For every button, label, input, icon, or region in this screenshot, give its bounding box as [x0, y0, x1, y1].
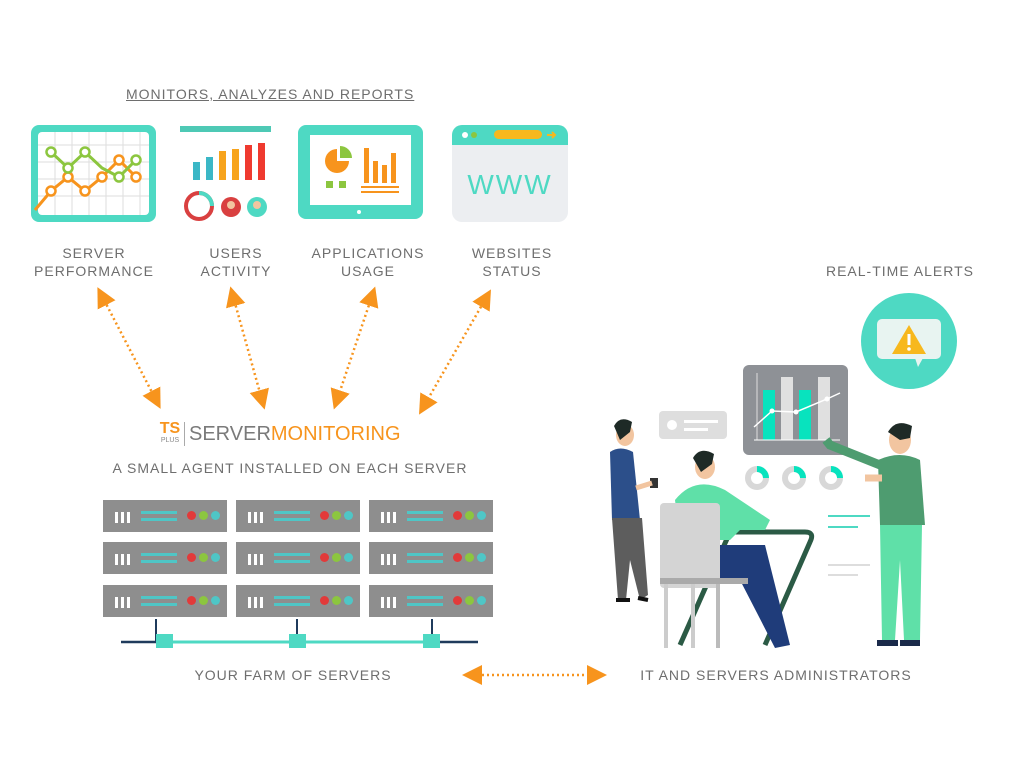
status-led-blue: [477, 596, 486, 605]
status-led-red: [187, 553, 196, 562]
arrow-server-performance: [97, 287, 161, 409]
server-unit: [103, 500, 227, 532]
status-led-green: [465, 511, 474, 520]
server-farm: [103, 500, 495, 650]
bar-chart-users-icon: [180, 126, 271, 221]
status-led-green: [199, 596, 208, 605]
status-led-green: [199, 553, 208, 562]
dashboard-screen-icon: [743, 365, 848, 455]
status-led-red: [320, 596, 329, 605]
brand-server: SERVER: [189, 423, 271, 445]
farm-label: YOUR FARM OF SERVERS: [194, 667, 392, 683]
status-led-blue: [477, 553, 486, 562]
www-text: WWW: [467, 169, 553, 200]
status-led-green: [332, 596, 341, 605]
vent-icon: [381, 510, 399, 523]
admins-label: IT AND SERVERS ADMINISTRATORS: [640, 667, 912, 683]
agent-caption: A SMALL AGENT INSTALLED ON EACH SERVER: [112, 460, 468, 476]
status-led-green: [332, 511, 341, 520]
admin-team-illustration: [610, 365, 925, 648]
status-led-green: [465, 553, 474, 562]
alert-bubble-icon: [861, 293, 957, 389]
server-unit: [236, 500, 360, 532]
admin-person-presenting: [822, 423, 925, 646]
section-heading: MONITORS, ANALYZES AND REPORTS: [126, 86, 415, 102]
brand-monitoring: MONITORING: [270, 423, 401, 445]
status-led-red: [320, 553, 329, 562]
tablet-pie-chart-icon: [298, 125, 423, 219]
server-unit: [369, 585, 493, 617]
status-led-red: [453, 553, 462, 562]
server-unit: [236, 542, 360, 574]
server-unit: [369, 542, 493, 574]
status-led-green: [332, 553, 341, 562]
status-led-blue: [211, 596, 220, 605]
status-led-red: [453, 596, 462, 605]
server-unit: [236, 585, 360, 617]
vent-icon: [248, 510, 266, 523]
alerts-label: REAL-TIME ALERTS: [825, 263, 974, 279]
vent-icon: [381, 552, 399, 565]
status-led-green: [199, 511, 208, 520]
server-unit: [369, 500, 493, 532]
vent-icon: [115, 510, 133, 523]
status-led-blue: [344, 553, 353, 562]
vent-icon: [381, 595, 399, 608]
vent-icon: [115, 552, 133, 565]
arrow-applications-usage: [330, 286, 379, 410]
vent-icon: [115, 595, 133, 608]
status-led-red: [320, 511, 329, 520]
status-led-red: [453, 511, 462, 520]
line-chart-icon: [31, 125, 156, 222]
server-unit: [103, 585, 227, 617]
status-led-red: [187, 511, 196, 520]
status-led-blue: [211, 511, 220, 520]
status-led-blue: [211, 553, 220, 562]
admin-person-standing: [610, 419, 658, 602]
vent-icon: [248, 552, 266, 565]
status-led-blue: [344, 511, 353, 520]
status-led-red: [187, 596, 196, 605]
server-unit: [103, 542, 227, 574]
vent-icon: [248, 595, 266, 608]
status-led-green: [465, 596, 474, 605]
browser-www-icon: WWW: [452, 125, 568, 222]
status-led-blue: [344, 596, 353, 605]
status-led-blue: [477, 511, 486, 520]
arrow-websites-status: [419, 289, 491, 415]
arrow-users-activity: [226, 286, 269, 410]
